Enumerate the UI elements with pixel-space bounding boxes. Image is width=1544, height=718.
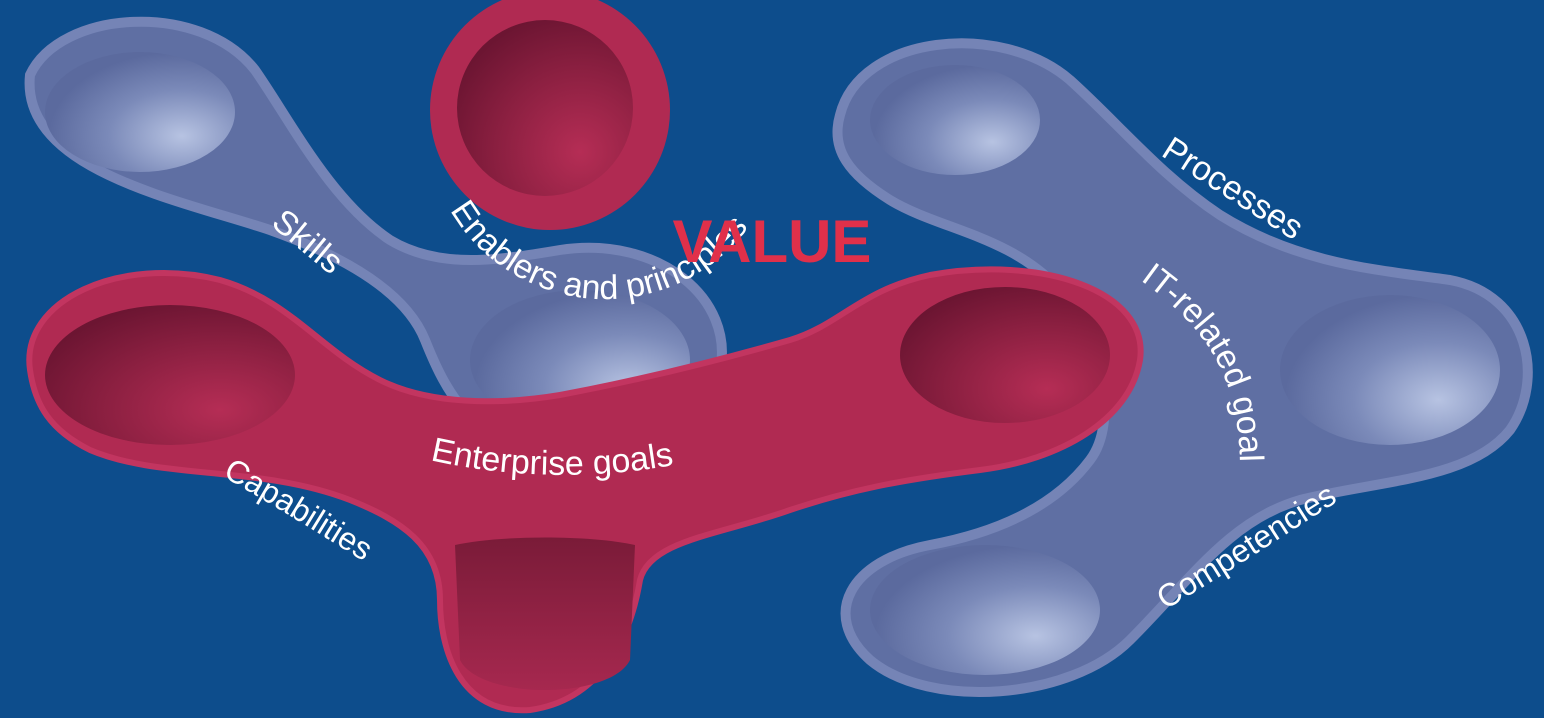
processes-shape [832,38,1533,697]
enablers-shape [430,0,670,230]
enterprise-goals-shape [26,266,1144,714]
value-label: VALUE [673,208,872,275]
